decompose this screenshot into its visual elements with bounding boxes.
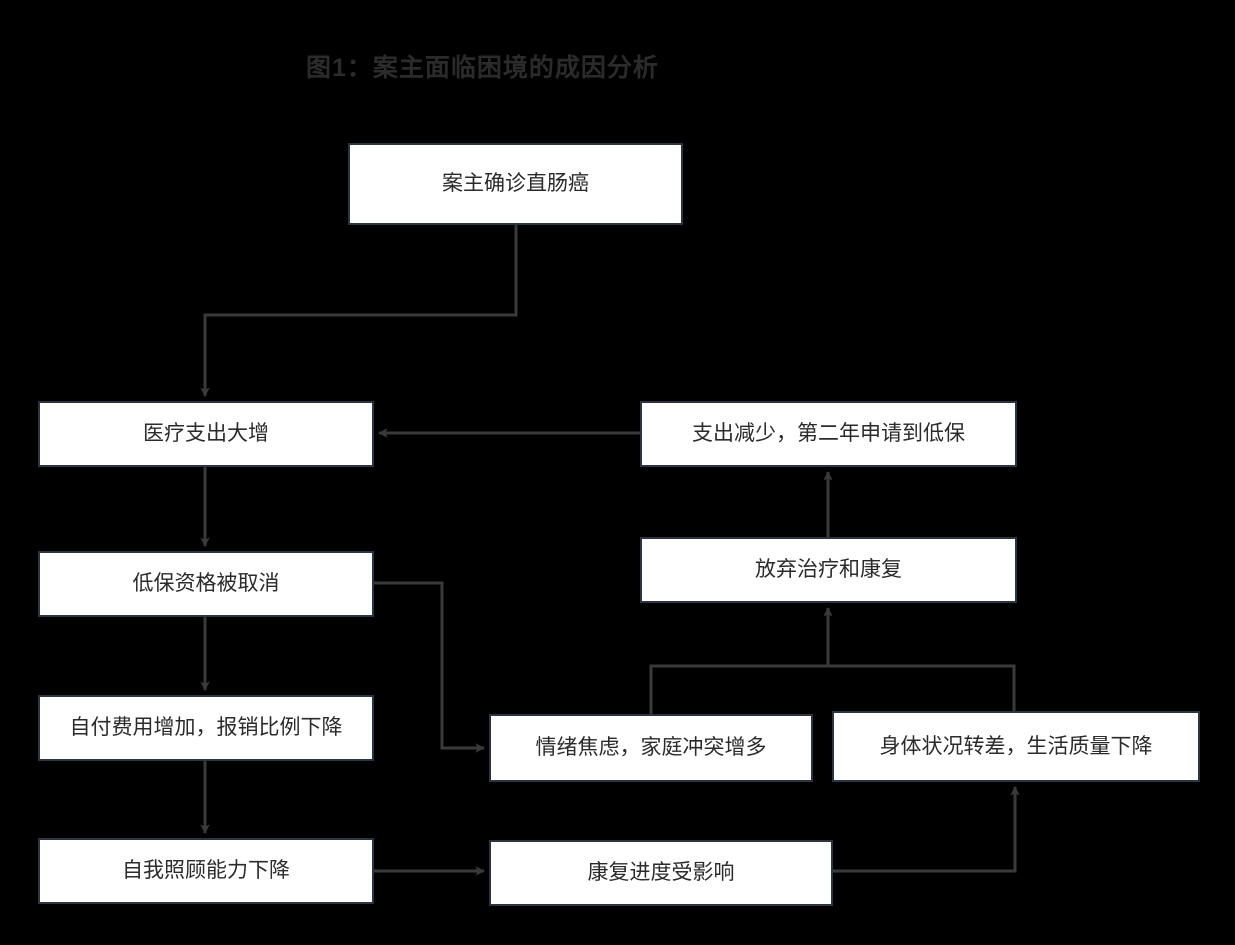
edge-physical-merge (828, 664, 1016, 711)
node-diagnosis[interactable]: 案主确诊直肠癌 (348, 143, 683, 225)
node-out-of-pocket-increase-label: 自付费用增加，报销比例下降 (69, 716, 343, 740)
node-physical-decline[interactable]: 身体状况转差，生活质量下降 (832, 711, 1200, 782)
node-emotional-anxiety[interactable]: 情绪焦虑，家庭冲突增多 (489, 714, 813, 782)
node-physical-decline-label: 身体状况转差，生活质量下降 (879, 734, 1153, 758)
edge-rehab-physical (833, 786, 1020, 873)
node-medical-expense[interactable]: 医疗支出大增 (38, 401, 374, 467)
node-subsidy-cancelled-label: 低保资格被取消 (132, 572, 280, 596)
edge-anxiety-merge (649, 664, 828, 714)
node-reapply-subsidy[interactable]: 支出减少，第二年申请到低保 (640, 401, 1017, 467)
node-out-of-pocket-increase[interactable]: 自付费用增加，报销比例下降 (38, 695, 374, 761)
figure-title: 图1：案主面临困境的成因分析 (306, 54, 659, 82)
node-selfcare-decline-label: 自我照顾能力下降 (122, 859, 290, 883)
node-medical-expense-label: 医疗支出大增 (143, 422, 269, 446)
edge-dibaocancel-anxiety (374, 581, 485, 753)
node-selfcare-decline[interactable]: 自我照顾能力下降 (38, 838, 374, 904)
node-rehab-affected[interactable]: 康复进度受影响 (489, 840, 833, 906)
node-subsidy-cancelled[interactable]: 低保资格被取消 (38, 551, 374, 617)
edge-diagnosis-medexp (200, 225, 518, 397)
node-abandon-treatment[interactable]: 放弃治疗和康复 (640, 537, 1017, 603)
node-rehab-affected-label: 康复进度受影响 (587, 861, 735, 885)
node-emotional-anxiety-label: 情绪焦虑，家庭冲突增多 (535, 736, 767, 760)
node-abandon-treatment-label: 放弃治疗和康复 (755, 558, 902, 582)
node-diagnosis-label: 案主确诊直肠癌 (442, 172, 589, 196)
node-reapply-subsidy-label: 支出减少，第二年申请到低保 (692, 422, 965, 446)
